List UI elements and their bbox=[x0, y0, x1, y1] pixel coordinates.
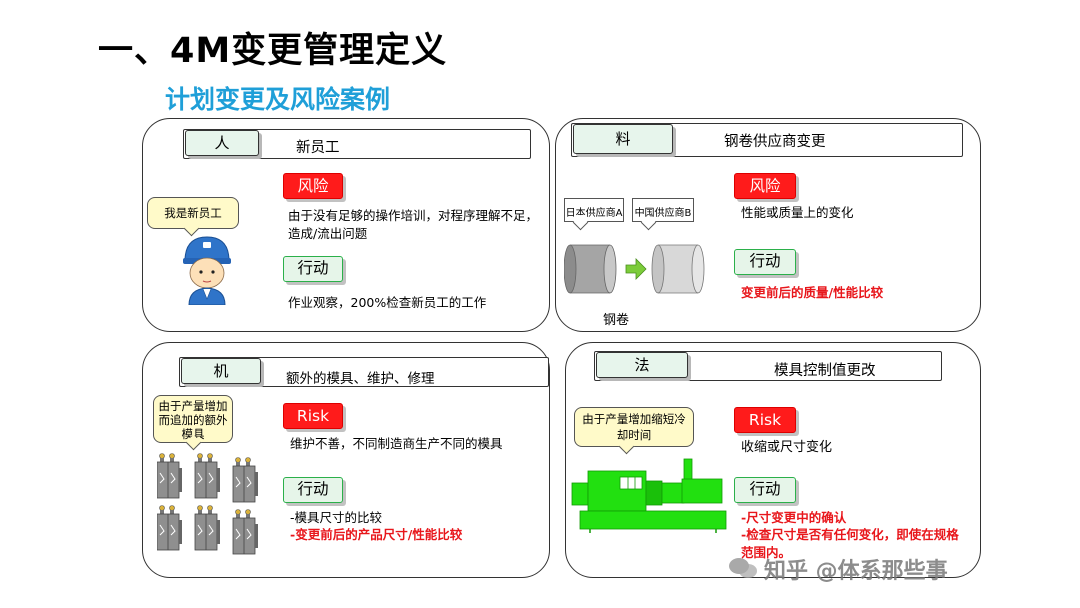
material-category-tag: 料 bbox=[573, 124, 673, 154]
machine-panel: 机 额外的模具、维护、修理 由于产量增加而追加的额外模具 #panel-mach… bbox=[142, 342, 550, 578]
page-title: 一、4M变更管理定义 bbox=[98, 31, 448, 71]
injection-machine-icon bbox=[571, 458, 727, 533]
watermark-text: 知乎 @体系那些事 bbox=[764, 559, 948, 584]
steel-coil-label: 钢卷 bbox=[603, 313, 630, 328]
material-risk-tag: 风险 bbox=[734, 173, 796, 199]
page-subtitle: 计划变更及风险案例 bbox=[165, 85, 391, 114]
arrow-right-icon bbox=[625, 258, 647, 280]
method-action-line2: -检查尺寸是否有任何变化，即使在规格范围内。 bbox=[741, 527, 959, 560]
person-action-text: 作业观察，200%检查新员工的工作 bbox=[288, 295, 487, 310]
machine-risk-text: 维护不善，不同制造商生产不同的模具 bbox=[290, 436, 503, 451]
wechat-icon bbox=[729, 558, 757, 578]
person-risk-tag: 风险 bbox=[283, 173, 343, 199]
mold-icon bbox=[232, 509, 259, 555]
method-action-tag: 行动 bbox=[734, 477, 796, 503]
material-panel: 料 钢卷供应商变更 日本供应商A 中国供应商B 钢卷 风险 性能或质量上的变化 … bbox=[555, 118, 981, 332]
material-header-text: 钢卷供应商变更 bbox=[724, 134, 826, 150]
person-panel: 人 新员工 我是新员工 #panel-person .bubble::after… bbox=[142, 118, 550, 332]
method-risk-tag: Risk bbox=[734, 407, 796, 433]
mold-icon bbox=[157, 453, 183, 499]
machine-category-tag: 机 bbox=[181, 358, 261, 384]
method-header-text: 模具控制值更改 bbox=[774, 363, 876, 379]
person-header-text: 新员工 bbox=[296, 140, 340, 156]
method-action-line1: -尺寸变更中的确认 bbox=[741, 510, 847, 525]
steel-coil-icon bbox=[564, 244, 617, 294]
steel-coil-graphic bbox=[564, 244, 705, 294]
material-risk-text: 性能或质量上的变化 bbox=[741, 205, 854, 220]
method-category-tag: 法 bbox=[596, 352, 688, 378]
person-category-tag: 人 bbox=[185, 130, 259, 156]
worker-icon bbox=[183, 236, 231, 305]
machine-speech-bubble: 由于产量增加而追加的额外模具 bbox=[153, 395, 233, 443]
steel-coil-icon bbox=[651, 244, 705, 294]
supplier-a-label: 日本供应商A bbox=[564, 198, 624, 222]
mold-icon bbox=[232, 457, 259, 503]
method-speech-bubble: 由于产量增加缩短冷却时间 bbox=[574, 407, 694, 447]
method-risk-text: 收缩或尺寸变化 bbox=[741, 440, 833, 455]
person-action-tag: 行动 bbox=[283, 256, 343, 282]
mold-icon bbox=[157, 505, 183, 551]
mold-group bbox=[157, 453, 259, 555]
person-speech-bubble: 我是新员工 bbox=[147, 197, 239, 229]
mold-icon bbox=[194, 505, 221, 551]
person-risk-text: 由于没有足够的操作培训，对程序理解不足，造成/流出问题 bbox=[288, 208, 539, 241]
machine-action-line1: -模具尺寸的比较 bbox=[290, 510, 383, 525]
machine-action-tag: 行动 bbox=[283, 477, 343, 503]
material-action-text: 变更前后的质量/性能比较 bbox=[741, 285, 884, 300]
method-panel: 法 模具控制值更改 由于产量增加缩短冷却时间 #panel-method .bu… bbox=[565, 342, 981, 578]
mold-icon bbox=[194, 453, 221, 499]
machine-header-text: 额外的模具、维护、修理 bbox=[286, 371, 435, 387]
machine-risk-tag: Risk bbox=[283, 403, 343, 429]
machine-action-line2: -变更前后的产品尺寸/性能比较 bbox=[290, 527, 463, 542]
material-action-tag: 行动 bbox=[734, 249, 796, 275]
supplier-b-label: 中国供应商B bbox=[632, 198, 694, 222]
